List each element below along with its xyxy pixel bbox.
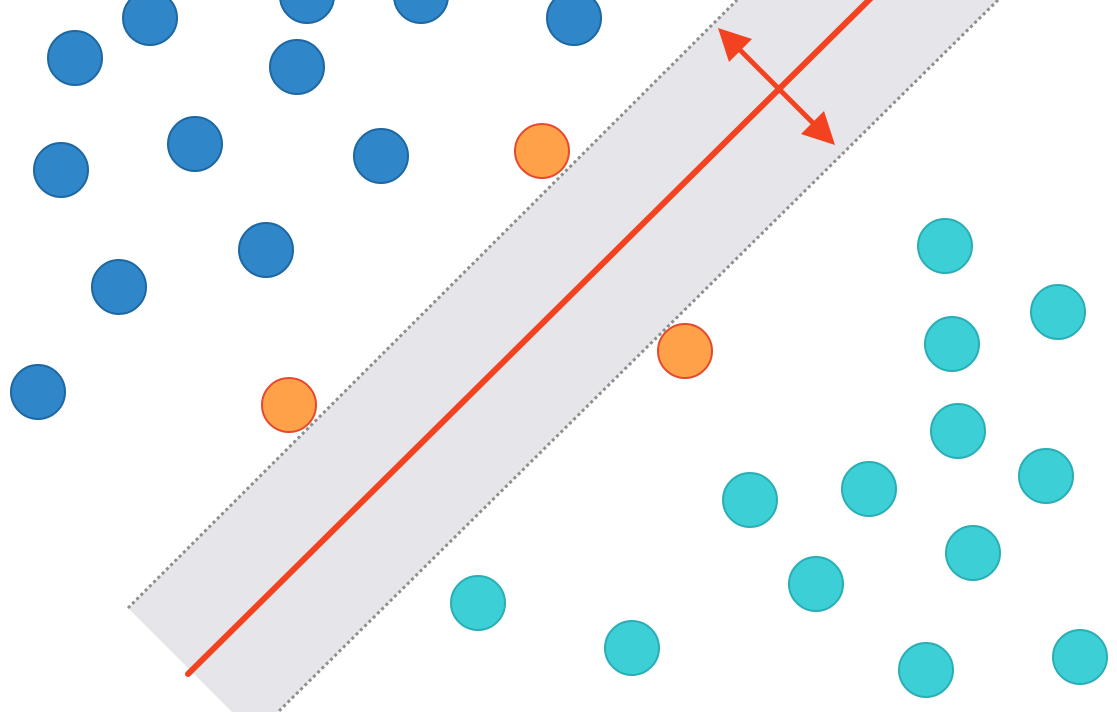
class-b-point-5 [1018, 448, 1074, 504]
class-b-point-2 [1030, 284, 1086, 340]
margin-boundary-right [276, 0, 1000, 712]
class-a-point-7 [167, 116, 223, 172]
class-a-point-1 [122, 0, 178, 46]
margin-width-arrow-shaft [730, 40, 823, 133]
class-b-point-7 [722, 472, 778, 528]
margin-width-arrow-head-right [801, 111, 835, 145]
class-b-point-9 [450, 575, 506, 631]
class-a-point-6 [269, 39, 325, 95]
class-b-point-8 [945, 525, 1001, 581]
class-b-point-11 [604, 620, 660, 676]
class-a-point-8 [353, 128, 409, 184]
class-b-point-3 [924, 316, 980, 372]
class-b-point-4 [930, 403, 986, 459]
support-vector-points [261, 123, 713, 433]
decision-boundary-line [185, 0, 874, 677]
class-b-point-10 [788, 556, 844, 612]
class-b-points [450, 218, 1108, 698]
margin-width-arrow-head-left [718, 28, 752, 62]
class-b-point-12 [898, 642, 954, 698]
class-a-point-3 [393, 0, 449, 24]
class-a-point-10 [238, 222, 294, 278]
class-b-point-13 [1052, 629, 1108, 685]
support-vectors-point-2 [657, 323, 713, 379]
class-a-point-4 [546, 0, 602, 46]
class-a-point-5 [47, 30, 103, 86]
class-b-point-6 [841, 461, 897, 517]
class-a-point-11 [91, 259, 147, 315]
class-b-point-1 [917, 218, 973, 274]
support-vectors-point-3 [261, 377, 317, 433]
class-a-points [10, 0, 602, 420]
support-vectors-point-1 [514, 123, 570, 179]
class-a-point-2 [279, 0, 335, 24]
margin-band [128, 0, 998, 712]
class-a-point-9 [33, 142, 89, 198]
class-a-point-12 [10, 364, 66, 420]
